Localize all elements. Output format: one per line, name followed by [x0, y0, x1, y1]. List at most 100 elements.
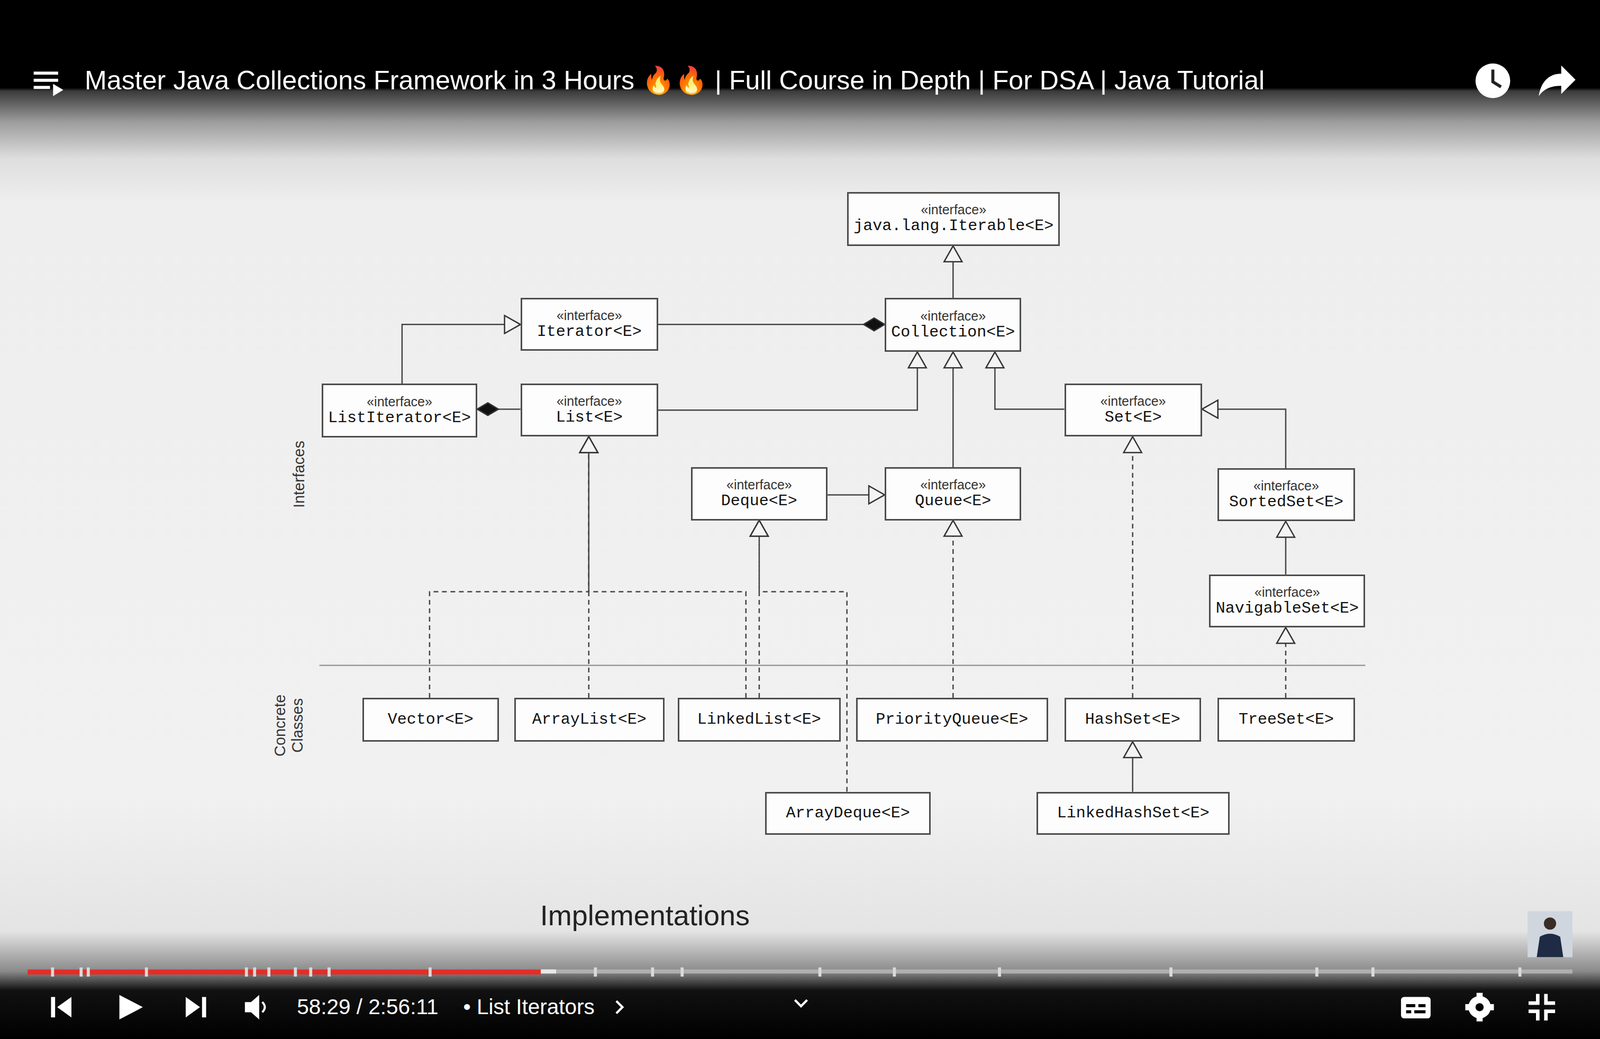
previous-icon — [57, 997, 72, 1018]
menu-play — [52, 84, 63, 97]
class-name: NavigableSet<E> — [1215, 599, 1359, 618]
connector — [1276, 521, 1295, 575]
progress-played — [27, 969, 541, 976]
inheritance-triangle — [579, 436, 598, 453]
captions-line — [1406, 1010, 1412, 1014]
clock-face — [1475, 63, 1511, 99]
interface-box: «interface»Iterator<E> — [520, 297, 659, 351]
chapter-title: • List Iterators — [463, 994, 595, 1020]
connector — [827, 485, 885, 504]
inheritance-triangle — [943, 246, 962, 262]
association-line — [952, 261, 954, 298]
association-line — [658, 323, 864, 326]
share-icon — [1538, 65, 1576, 97]
connector — [402, 315, 521, 384]
realization-line — [429, 452, 589, 698]
separator-line — [319, 665, 1366, 667]
association-line — [952, 367, 954, 468]
class-box: PriorityQueue<E> — [856, 697, 1049, 742]
association-line — [1285, 537, 1287, 575]
inheritance-triangle — [868, 485, 885, 504]
interface-stereotype: «interface» — [726, 477, 793, 493]
class-name: Vector<E> — [387, 710, 474, 730]
chapter-gap — [267, 967, 271, 977]
inheritance-triangle — [1276, 627, 1295, 644]
next-icon — [185, 997, 200, 1018]
class-box: ArrayDeque<E> — [765, 792, 931, 835]
interface-stereotype: «interface» — [1253, 478, 1320, 494]
connector — [658, 317, 885, 331]
clock-hands — [1493, 69, 1502, 88]
association-line — [498, 408, 521, 411]
chapter-gap — [244, 967, 249, 977]
chapter-gap — [252, 967, 257, 977]
realization-line — [1285, 643, 1287, 698]
inheritance-triangle — [750, 520, 769, 537]
class-name: Queue<E> — [914, 492, 992, 511]
class-box: TreeSet<E> — [1217, 697, 1356, 742]
slide-caption: Implementations — [540, 898, 750, 932]
interface-box: «interface»ListIterator<E> — [321, 383, 478, 438]
connector — [429, 436, 598, 698]
thumbnail-ground — [1527, 911, 1573, 958]
chapter-gap — [1518, 967, 1522, 977]
connector — [943, 351, 962, 468]
class-name: ArrayList<E> — [532, 710, 647, 730]
inheritance-triangle — [1123, 741, 1142, 758]
class-box: ArrayList<E> — [514, 697, 665, 742]
interface-box: «interface»List<E> — [520, 383, 659, 437]
interface-stereotype: «interface» — [920, 477, 986, 493]
connector — [985, 351, 1065, 409]
composition-diamond — [863, 317, 885, 331]
volume-wave — [262, 1002, 266, 1013]
association-line — [827, 494, 869, 496]
next-icon — [202, 997, 207, 1018]
playlist-icon — [33, 71, 64, 96]
realization-line — [588, 452, 590, 698]
interface-stereotype: «interface» — [556, 393, 623, 409]
association-line — [658, 367, 918, 411]
interface-box: «interface»NavigableSet<E> — [1208, 574, 1366, 628]
composition-diamond — [477, 402, 499, 416]
inheritance-triangle — [579, 436, 598, 453]
class-name: SortedSet<E> — [1229, 493, 1344, 512]
chapter-gaps — [50, 967, 1522, 977]
interface-box: «interface»java.lang.Iterable<E> — [847, 192, 1060, 247]
class-name: Deque<E> — [721, 492, 798, 511]
channel-thumbnail — [1527, 911, 1573, 958]
class-name: java.lang.Iterable<E> — [853, 216, 1054, 236]
captions-line — [1418, 1004, 1426, 1008]
chapter-gap — [308, 967, 313, 977]
class-name: ListIterator<E> — [328, 408, 471, 428]
inheritance-triangle — [1276, 521, 1295, 538]
thumbnail-head — [1543, 917, 1557, 930]
association-line — [1217, 408, 1286, 469]
settings-icon — [1468, 996, 1491, 1019]
class-name: HashSet<E> — [1085, 710, 1181, 730]
interface-box: «interface»Collection<E> — [884, 297, 1022, 352]
interface-box: «interface»SortedSet<E> — [1217, 468, 1356, 522]
chapter-gap — [593, 967, 597, 977]
volume-icon — [244, 995, 260, 1020]
settings-teeth — [1465, 993, 1494, 1022]
inheritance-triangle — [943, 351, 962, 368]
interface-box: «interface»Queue<E> — [884, 467, 1022, 521]
class-box: HashSet<E> — [1064, 697, 1202, 742]
class-name: Iterator<E> — [537, 322, 642, 342]
connector — [1276, 627, 1295, 698]
chapter-gap — [1371, 967, 1375, 977]
realization-line — [758, 536, 761, 699]
section-label: Interfaces — [289, 440, 308, 508]
menu-bar — [33, 78, 59, 83]
menu-bar — [33, 71, 59, 75]
progress-track — [27, 969, 1573, 975]
chapter-gap — [680, 967, 684, 977]
inheritance-triangle — [750, 520, 769, 537]
class-name: PriorityQueue<E> — [875, 710, 1029, 730]
class-box: LinkedList<E> — [677, 697, 842, 742]
thumbnail-body — [1536, 933, 1563, 958]
class-name: List<E> — [556, 408, 623, 427]
class-name: LinkedHashSet<E> — [1057, 804, 1210, 823]
connector — [750, 520, 848, 793]
